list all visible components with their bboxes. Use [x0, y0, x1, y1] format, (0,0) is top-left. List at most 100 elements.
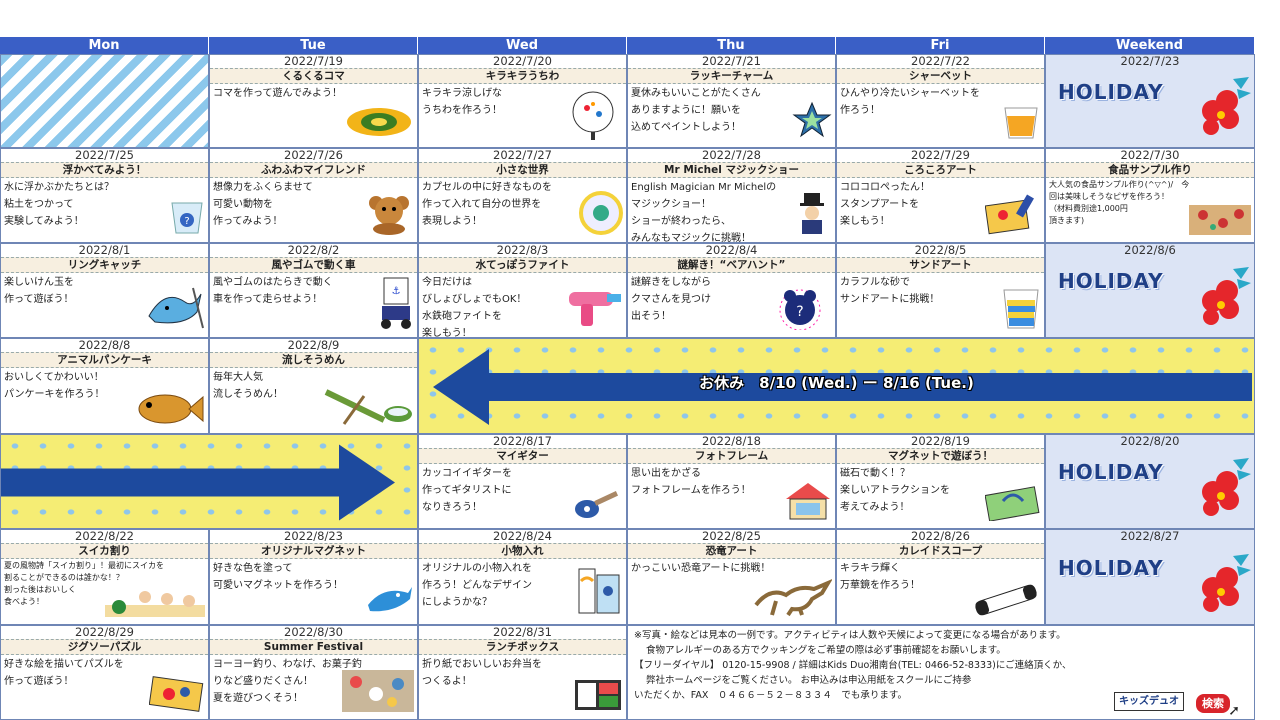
activity-description: かっこいい恐竜アートに挑戦！ [628, 559, 835, 577]
day-date: 2022/7/19 [284, 54, 343, 68]
description-line: 作って遊ぼう！ [4, 676, 74, 687]
day-date: 2022/8/2 [287, 243, 340, 257]
description-line: クマさんを見つけ [631, 294, 711, 305]
description-line: ひんやり冷たいシャーベットを [840, 88, 980, 99]
day-date: 2022/7/22 [911, 54, 970, 68]
description-line: 頂きます) [1049, 216, 1085, 225]
description-line: 考えてみよう！ [840, 502, 910, 513]
activity-description: 謎解きをしながらクマさんを見つけ出そう！ [628, 273, 835, 325]
description-line: なりきろう！ [422, 502, 482, 513]
activity-title: リングキャッチ [1, 257, 208, 273]
description-line: 今日だけは [422, 277, 472, 288]
watermelon-icon [105, 587, 205, 621]
svg-text:?: ? [796, 304, 803, 320]
notice-line: 食物アレルギーのある方でクッキングをご希望の際は必ず事前確認をお願いします。 [646, 645, 1006, 656]
day-date: 2022/8/31 [493, 625, 552, 639]
day-date: 2022/7/21 [702, 54, 761, 68]
description-line: 可愛い動物を [213, 199, 273, 210]
notice-box: ※写真・絵などは見本の一例です。アクティビティは人数や天候によって変更になる場合… [627, 625, 1255, 720]
activity-title: マグネットで遊ぼう！ [837, 448, 1044, 464]
day-date: 2022/8/18 [702, 434, 761, 448]
activity-description: カラフルな砂でサンドアートに挑戦！ [837, 273, 1044, 308]
day-date: 2022/8/5 [914, 243, 967, 257]
cursor-icon: ➚ [1228, 703, 1240, 719]
puzzle-icon [148, 676, 205, 716]
activity-title: 食品サンプル作り [1046, 162, 1254, 178]
day-date: 2022/7/26 [284, 148, 343, 162]
day-date: 2022/8/24 [493, 529, 552, 543]
activity-title: ランチボックス [419, 639, 626, 655]
description-line: にしようかな？ [422, 597, 492, 608]
day-date: 2022/8/3 [496, 243, 549, 257]
holiday-label: HOLIDAY [1058, 79, 1164, 104]
activity-description: コマを作って遊んでみよう！ [210, 84, 417, 102]
photo-frame-icon [784, 481, 832, 525]
notice-line: いただくか、FAX ０４６６－５２－８３３４ でも承ります。 [634, 690, 907, 701]
activity-description: 毎年大人気流しそうめん！ [210, 368, 417, 403]
activity-description: ヨーヨー釣り、わなげ、お菓子釣りなど盛りだくさん！夏を遊びつくそう！ [210, 655, 417, 707]
fish-pancake-icon [135, 392, 205, 430]
day-date: 2022/7/20 [493, 54, 552, 68]
notice-line: 【フリーダイヤル】 0120-15-9908 / 詳細はKids Duo湘南台(… [634, 660, 1072, 671]
description-line: 磁石で動く！？ [840, 468, 910, 479]
notice-line: ※写真・絵などは見本の一例です。アクティビティは人数や天候によって変更になる場合… [634, 630, 1066, 641]
kaleidoscope-icon [971, 583, 1041, 621]
description-line: 車を作って走らせよう！ [213, 294, 323, 305]
activity-description: キラキラ輝く万華鏡を作ろう！ [837, 559, 1044, 594]
break-arrow-right-icon [1, 435, 409, 528]
activity-description: キラキラ涼しげなうちわを作ろう！ [419, 84, 626, 119]
description-line: 割ることができるのは誰かな！？ [4, 573, 124, 582]
dolphin-icon [364, 583, 414, 621]
break-arrow-left-icon [419, 339, 1254, 433]
description-line: かっこいい恐竜アートに挑戦！ [631, 563, 771, 574]
description-line: カラフルな砂で [840, 277, 910, 288]
holiday-label: HOLIDAY [1058, 269, 1164, 294]
activity-description: 水に浮かぶかたちとは？粘土をつかって実験してみよう！ [1, 178, 208, 230]
activity-title: マイギター [419, 448, 626, 464]
description-line: 出そう！ [631, 311, 671, 322]
description-line: フォトフレームを作ろう！ [631, 485, 751, 496]
description-line: 作ろう！ [840, 105, 880, 116]
description-line: ヨーヨー釣り、わなげ、お菓子釣 [213, 659, 362, 670]
water-gun-icon [563, 286, 623, 334]
activity-description: 折り紙でおいしいお弁当をつくるよ！ [419, 655, 626, 690]
description-line: びしょびしょでもOK！ [422, 294, 527, 305]
description-line: 楽しもう！ [422, 328, 472, 338]
description-line: 夏休みもいいことがたくさん [631, 88, 761, 99]
car-icon: ⚓ [378, 276, 414, 334]
day-date: 2022/8/4 [705, 243, 758, 257]
holiday-label: HOLIDAY [1058, 460, 1164, 485]
description-line: ショーが終わったら、 [631, 216, 731, 227]
activity-title: ふわふわマイフレンド [210, 162, 417, 178]
activity-title: スイカ割り [1, 543, 208, 559]
day-date: 2022/7/30 [1120, 148, 1180, 162]
activity-description: 好きな色を塗って可愛いマグネットを作ろう！ [210, 559, 417, 594]
description-line: おいしくてかわいい！ [4, 372, 104, 383]
description-line: カッコイイギターを [422, 468, 512, 479]
day-header-wed: Wed [418, 37, 627, 54]
brand-search-box[interactable]: キッズデュオ [1114, 692, 1184, 711]
description-line: 作って入れて自分の世界を [422, 199, 542, 210]
description-line: 流しそうめん！ [213, 389, 283, 400]
description-line: サンドアートに挑戦！ [840, 294, 940, 305]
description-line: 想像力をふくらませて [213, 182, 313, 193]
search-button[interactable]: 検索 [1196, 694, 1230, 713]
mystery-bear-icon: ? [768, 286, 832, 334]
description-line: 謎解きをしながら [631, 277, 711, 288]
description-line: 回は美味しそうなピザを作ろう！ [1049, 192, 1169, 201]
